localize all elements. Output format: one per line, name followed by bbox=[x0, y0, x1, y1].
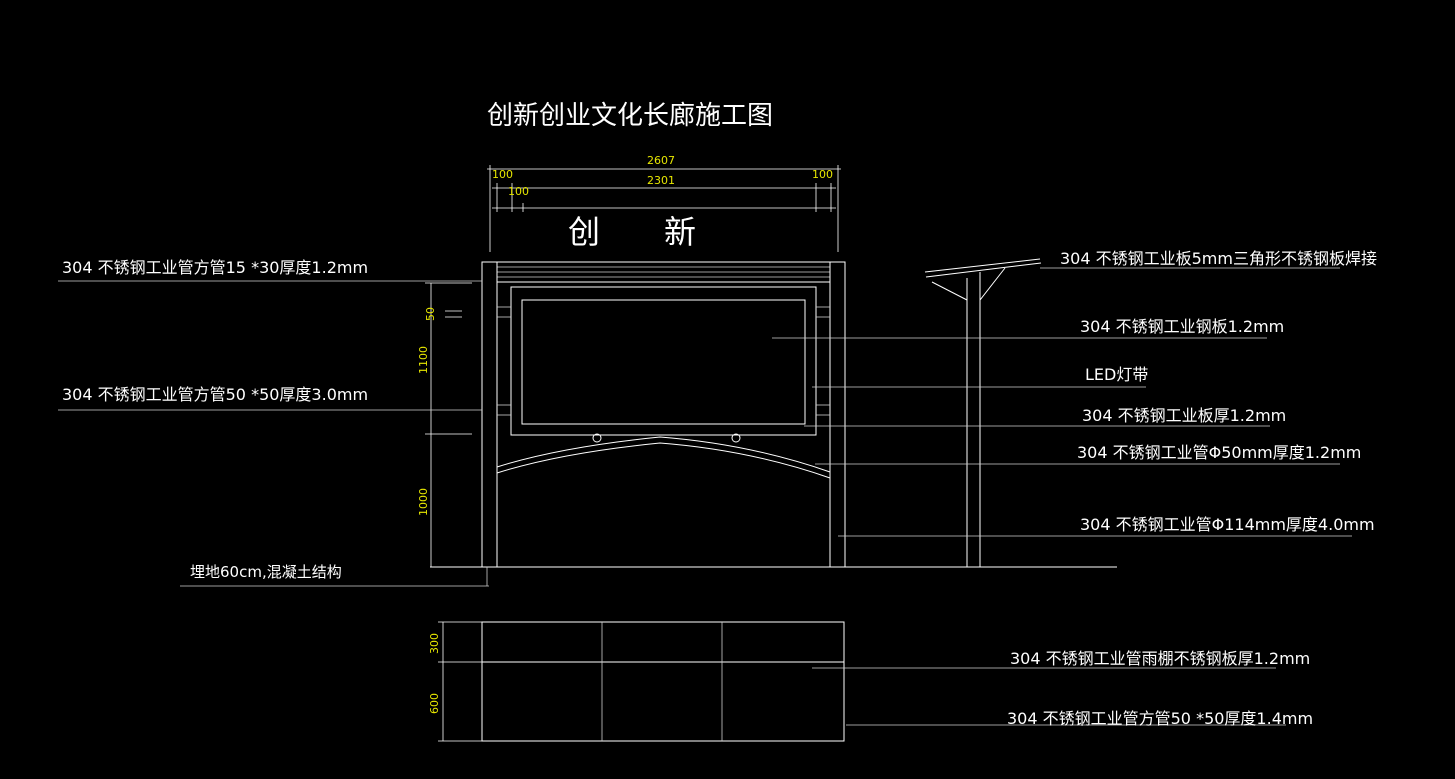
label-panel-plate: 304 不锈钢工业板厚1.2mm bbox=[1082, 406, 1286, 425]
dim-base-height: 1000 bbox=[417, 488, 430, 516]
label-burial: 埋地60cm,混凝土结构 bbox=[190, 563, 342, 581]
label-main-tube: 304 不锈钢工业管方管50 *50厚度3.0mm bbox=[62, 385, 368, 404]
label-steel-plate: 304 不锈钢工业钢板1.2mm bbox=[1080, 317, 1284, 336]
label-triangle-plate: 304 不锈钢工业板5mm三角形不锈钢板焊接 bbox=[1060, 249, 1377, 268]
side-profile bbox=[924, 258, 1042, 567]
dim-inner-width: 2301 bbox=[647, 174, 675, 187]
dim-plan-front: 300 bbox=[428, 633, 441, 654]
dim-panel-height: 1100 bbox=[417, 346, 430, 374]
dim-roof-height: 50 bbox=[424, 307, 437, 321]
dim-plan-back: 600 bbox=[428, 693, 441, 714]
label-canopy-plate: 304 不锈钢工业管雨棚不锈钢板厚1.2mm bbox=[1010, 649, 1310, 668]
dim-inner-offset: 100 bbox=[508, 185, 529, 198]
left-dimensions: 50 1100 1000 bbox=[417, 282, 472, 567]
label-top-tube: 304 不锈钢工业管方管15 *30厚度1.2mm bbox=[62, 258, 368, 277]
drawing-title: 创新创业文化长廊施工图 bbox=[487, 101, 773, 131]
plan-view: 300 600 304 不锈钢工业管雨棚不锈钢板厚1.2mm 304 不锈钢工业… bbox=[428, 621, 1313, 742]
dim-overall-width: 2607 bbox=[647, 154, 675, 167]
front-elevation bbox=[430, 261, 1117, 586]
top-dimensions: 2607 2301 100 100 100 bbox=[487, 154, 841, 252]
right-annotations: 304 不锈钢工业板5mm三角形不锈钢板焊接 304 不锈钢工业钢板1.2mm … bbox=[772, 249, 1377, 537]
left-annotations: 304 不锈钢工业管方管15 *30厚度1.2mm 304 不锈钢工业管方管50… bbox=[58, 258, 489, 587]
label-led: LED灯带 bbox=[1085, 365, 1148, 384]
label-round-tube-114: 304 不锈钢工业管Φ114mm厚度4.0mm bbox=[1080, 515, 1375, 534]
label-round-tube-50: 304 不锈钢工业管Φ50mm厚度1.2mm bbox=[1077, 443, 1361, 462]
label-plan-tube: 304 不锈钢工业管方管50 *50厚度1.4mm bbox=[1007, 709, 1313, 728]
dim-left-offset: 100 bbox=[492, 168, 513, 181]
dim-right-offset: 100 bbox=[812, 168, 833, 181]
sign-char-1: 创 bbox=[568, 213, 600, 251]
sign-char-2: 新 bbox=[664, 213, 696, 251]
